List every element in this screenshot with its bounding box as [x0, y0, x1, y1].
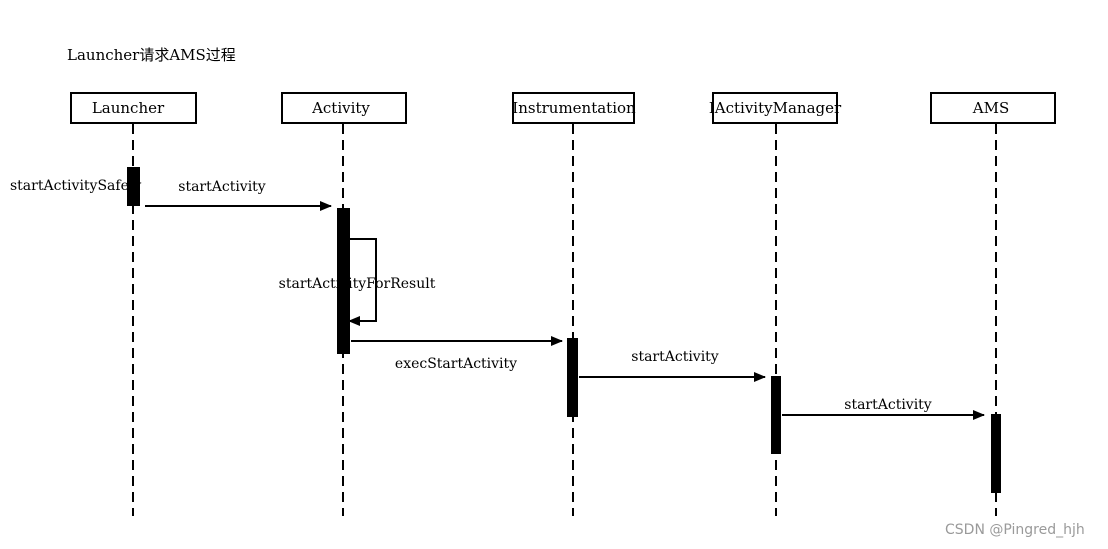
activation-iactivitymanager — [771, 376, 781, 454]
activation-instrumentation — [567, 338, 578, 417]
message-label-exec-start-activity: execStartActivity — [395, 356, 517, 372]
message-label-start-activity-for-result: startActivityForResult — [279, 276, 436, 292]
participant-instrumentation: Instrumentation — [512, 92, 636, 124]
participant-launcher: Launcher — [70, 92, 197, 124]
message-label-start-activity-1: startActivity — [178, 179, 266, 195]
message-label-start-activity-3: startActivity — [844, 397, 932, 413]
activation-activity — [337, 208, 350, 354]
activation-ams — [991, 414, 1001, 493]
participant-label-activity: Activity — [311, 99, 370, 117]
diagram-title: Launcher请求AMS过程 — [67, 46, 236, 64]
message-label-start-activity-safely: startActivitySafely — [10, 178, 141, 194]
participant-label-ams: AMS — [972, 99, 1009, 117]
message-label-start-activity-2: startActivity — [631, 349, 719, 365]
message-arrow-start-activity-for-result — [348, 238, 377, 326]
participant-iactivitymanager: IActivityManager — [709, 92, 842, 124]
participant-label-instrumentation: Instrumentation — [512, 99, 636, 117]
activation-launcher — [127, 167, 140, 206]
participant-label-launcher: Launcher — [92, 99, 165, 117]
participant-ams: AMS — [930, 92, 1056, 124]
participant-activity: Activity — [281, 92, 407, 124]
participant-label-iactivitymanager: IActivityManager — [709, 99, 842, 117]
watermark: CSDN @Pingred_hjh — [945, 522, 1085, 538]
